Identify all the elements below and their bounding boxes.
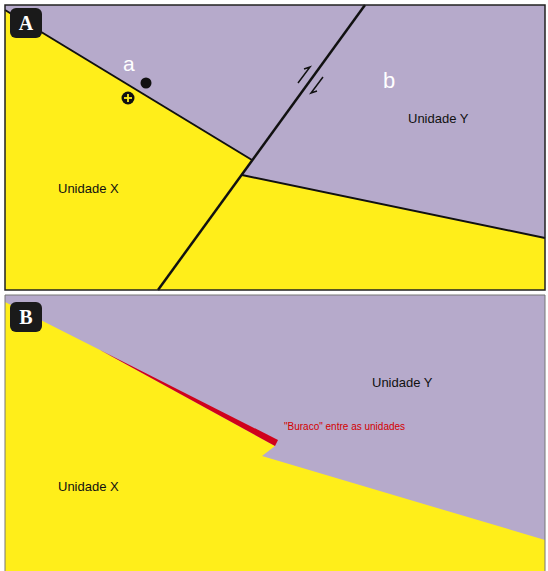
panel-badge: A [10,8,42,38]
fault-label: b [383,68,395,93]
unit-x-block-right [158,175,545,290]
gap-note: "Buraco" entre as unidades [284,421,405,433]
half-arrow [298,67,310,83]
panel-letter: A [19,13,33,33]
panel-badge: B [10,302,42,332]
point-marker [122,92,135,105]
unit-label: Unidade Y [408,112,468,127]
plus-mark [127,94,129,102]
panel-frame [545,295,546,571]
point-marker [141,78,152,89]
contact-line [242,175,545,238]
fault-line [158,5,365,290]
contact-line [5,10,252,160]
unit-label: Unidade X [58,182,119,197]
panel-frame [5,5,545,290]
point-label: a [123,52,135,76]
half-arrow [311,77,323,93]
panel-frame [5,295,6,571]
unit-label: Unidade X [58,480,119,495]
unit-y-ground [5,5,545,290]
panel-frame [5,295,545,296]
gap-wedge [100,350,278,446]
unit-label: Unidade Y [372,376,432,391]
panel-letter: B [19,307,32,327]
unit-y-ground [5,295,545,571]
unit-x-block [5,302,545,571]
